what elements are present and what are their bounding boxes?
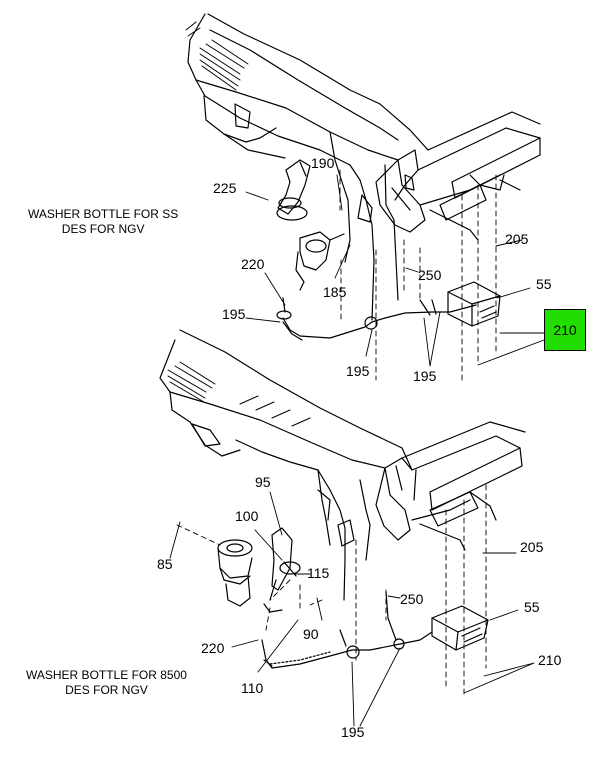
lower-cowl-structure [159,329,413,601]
callout-55-lower: 55 [524,599,540,615]
lower-leaders [169,491,535,727]
lower-caption: WASHER BOTTLE FOR 8500 DES FOR NGV [26,668,187,698]
upper-washer-module [447,281,501,327]
upper-leaders [245,174,545,367]
callout-95: 95 [255,474,271,490]
callout-250-lower: 250 [400,591,424,607]
callout-90: 90 [303,626,319,642]
callout-210-highlight[interactable]: 210 [544,309,586,351]
upper-frame-rails [417,111,541,241]
lower-washer-module [431,605,489,651]
callout-220-upper: 220 [241,256,265,272]
callout-195-upper-c: 195 [413,368,437,384]
callout-225: 225 [213,180,237,196]
upper-cowl-structure [187,13,429,321]
callout-195-upper-a: 195 [222,306,246,322]
callout-250-upper: 250 [418,267,442,283]
upper-hatching [185,21,249,91]
callout-110: 110 [241,680,264,696]
callout-185: 185 [323,284,347,300]
lower-hatching [167,361,311,427]
lower-hose [261,591,433,669]
callout-190: 190 [311,155,335,171]
callout-115: 115 [307,565,330,581]
upper-caption-line-1: WASHER BOTTLE FOR SS [28,207,179,221]
callout-85: 85 [157,556,173,572]
lower-dashed-leaders [176,484,487,696]
lower-pump [263,527,301,613]
callout-195-upper-b: 195 [346,363,370,379]
upper-caption-line-2: DES FOR NGV [61,222,145,236]
callout-195-lower: 195 [341,724,365,740]
upper-caption: WASHER BOTTLE FOR SS DES FOR NGV [28,207,178,237]
callout-210-lower: 210 [538,652,562,668]
lower-caption-line-1: WASHER BOTTLE FOR 8500 [26,668,187,682]
lower-caption-line-2: DES FOR NGV [65,683,148,697]
callout-55-upper: 55 [536,276,552,292]
callout-205-upper: 205 [505,231,529,247]
callout-205-lower: 205 [520,539,544,555]
upper-hose [276,297,477,341]
lower-reservoir [217,539,253,607]
upper-pump-bracket [295,231,345,291]
callout-100: 100 [235,508,259,524]
lower-frame-rails [395,421,526,551]
callout-220-lower: 220 [201,640,225,656]
upper-dashed-leaders [339,169,497,381]
callout-210-label: 210 [553,322,577,338]
upper-filler-neck [276,159,311,221]
